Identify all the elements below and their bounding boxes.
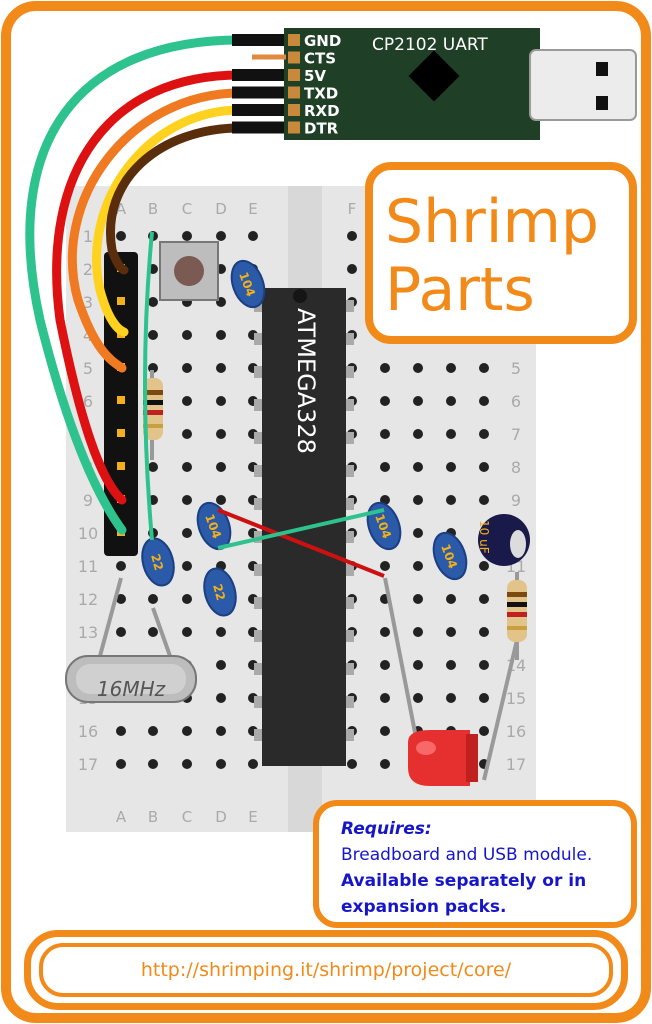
title-line2: Parts — [385, 255, 535, 325]
row-label-left: 3 — [83, 293, 93, 312]
uart-name: CP2102 UART — [372, 35, 488, 55]
title-box: Shrimp Parts — [365, 162, 637, 344]
url-link[interactable]: http://shrimping.it/shrimp/project/core/ — [39, 943, 613, 997]
ceramic-capacitor: 22 — [203, 567, 237, 617]
title-line1: Shrimp — [385, 187, 599, 257]
row-label-right: 5 — [511, 359, 521, 378]
capacitor-label: 22 — [148, 552, 166, 572]
url-box: http://shrimping.it/shrimp/project/core/ — [24, 930, 628, 1010]
row-label-right: 16 — [506, 722, 526, 741]
uart-pin-label: CTS — [304, 50, 336, 68]
column-label-bottom: C — [182, 808, 192, 826]
column-label-f: F — [348, 200, 357, 218]
resistor-led — [482, 572, 527, 781]
column-label-top: E — [248, 200, 257, 218]
uart-wires — [25, 35, 245, 535]
requires-line1: Breadboard and USB module. — [341, 845, 593, 865]
led — [383, 577, 478, 786]
row-label-left: 9 — [83, 491, 93, 510]
row-label-left: 6 — [83, 392, 93, 411]
crystal: 16MHz — [65, 577, 197, 703]
row-label-left: 17 — [78, 755, 98, 774]
chip-label: ATMEGA328 — [292, 308, 320, 454]
jumper-red — [217, 508, 385, 578]
row-label-left: 10 — [78, 524, 98, 543]
row-label-right: 9 — [511, 491, 521, 510]
column-label-bottom: E — [248, 808, 257, 826]
requires-box: Requires: Breadboard and USB module. Ava… — [313, 800, 637, 928]
row-label-right: 8 — [511, 458, 521, 477]
uart-pin-label: DTR — [304, 120, 339, 138]
ceramic-capacitors: 104 104 104 104 22 22 — [141, 259, 468, 617]
column-label-top: C — [182, 200, 192, 218]
requires-line3: expansion packs. — [341, 897, 507, 917]
row-label-left: 5 — [83, 359, 93, 378]
jumper-green — [217, 508, 385, 550]
row-label-right: 17 — [506, 755, 526, 774]
ceramic-capacitor: 22 — [141, 537, 175, 587]
column-label-top: D — [215, 200, 227, 218]
uart-pin-label: GND — [304, 32, 341, 50]
column-label-bottom: D — [215, 808, 227, 826]
row-label-left: 2 — [83, 260, 93, 279]
uart-pin-label: 5V — [304, 67, 326, 85]
reset-button — [159, 241, 219, 301]
row-label-left: 12 — [78, 590, 98, 609]
row-label-right: 6 — [511, 392, 521, 411]
uart-pin-label: TXD — [304, 85, 338, 103]
crystal-label: 16MHz — [97, 677, 166, 701]
electrolytic-capacitor: 10 uF — [477, 514, 530, 566]
column-label-top: A — [116, 200, 127, 218]
ceramic-capacitor: 104 — [366, 501, 402, 551]
row-label-left: 16 — [78, 722, 98, 741]
row-label-right: 15 — [506, 689, 526, 708]
column-label-bottom: A — [116, 808, 127, 826]
column-label-top: B — [148, 200, 158, 218]
uart-pin-label: RXD — [304, 102, 340, 120]
ceramic-capacitor: 104 — [196, 501, 232, 551]
column-label-bottom: B — [148, 808, 158, 826]
row-label-left: 1 — [83, 227, 93, 246]
requires-line2: Available separately or in — [341, 871, 587, 891]
electrolytic-label: 10 uF — [477, 520, 491, 554]
requires-heading: Requires: — [341, 819, 432, 839]
resistor-pullup — [143, 370, 163, 460]
column-labels: A A B B C C D D E E F — [116, 200, 356, 826]
capacitor-label: 22 — [210, 582, 228, 602]
ceramic-capacitor: 104 — [432, 531, 468, 581]
ceramic-capacitor: 104 — [230, 259, 266, 309]
row-label-right: 7 — [511, 425, 521, 444]
row-label-left: 11 — [78, 557, 98, 576]
row-label-left: 13 — [78, 623, 98, 642]
jumper-green-header — [143, 231, 154, 541]
